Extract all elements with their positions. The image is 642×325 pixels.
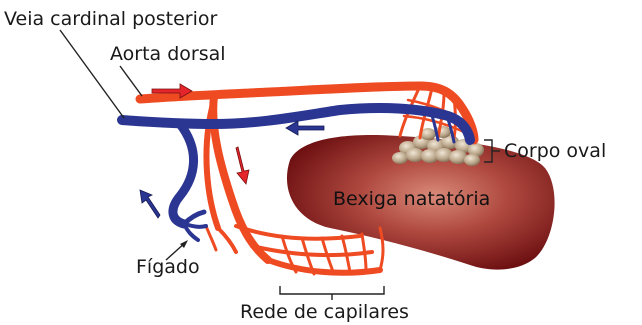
swim-bladder-label: Bexiga natatória [333, 190, 490, 209]
oval-body-label: Corpo oval [504, 142, 606, 161]
vein-flow-arrow [286, 121, 324, 135]
liver-label: Fígado [136, 258, 200, 277]
liver-return-arrow [140, 190, 160, 218]
artery-down-arrow [236, 147, 249, 184]
posterior-cardinal-vein-label: Veia cardinal posterior [4, 10, 217, 29]
dorsal-aorta-label: Aorta dorsal [110, 45, 226, 64]
capillary-network-label: Rede de capilares [240, 303, 409, 322]
